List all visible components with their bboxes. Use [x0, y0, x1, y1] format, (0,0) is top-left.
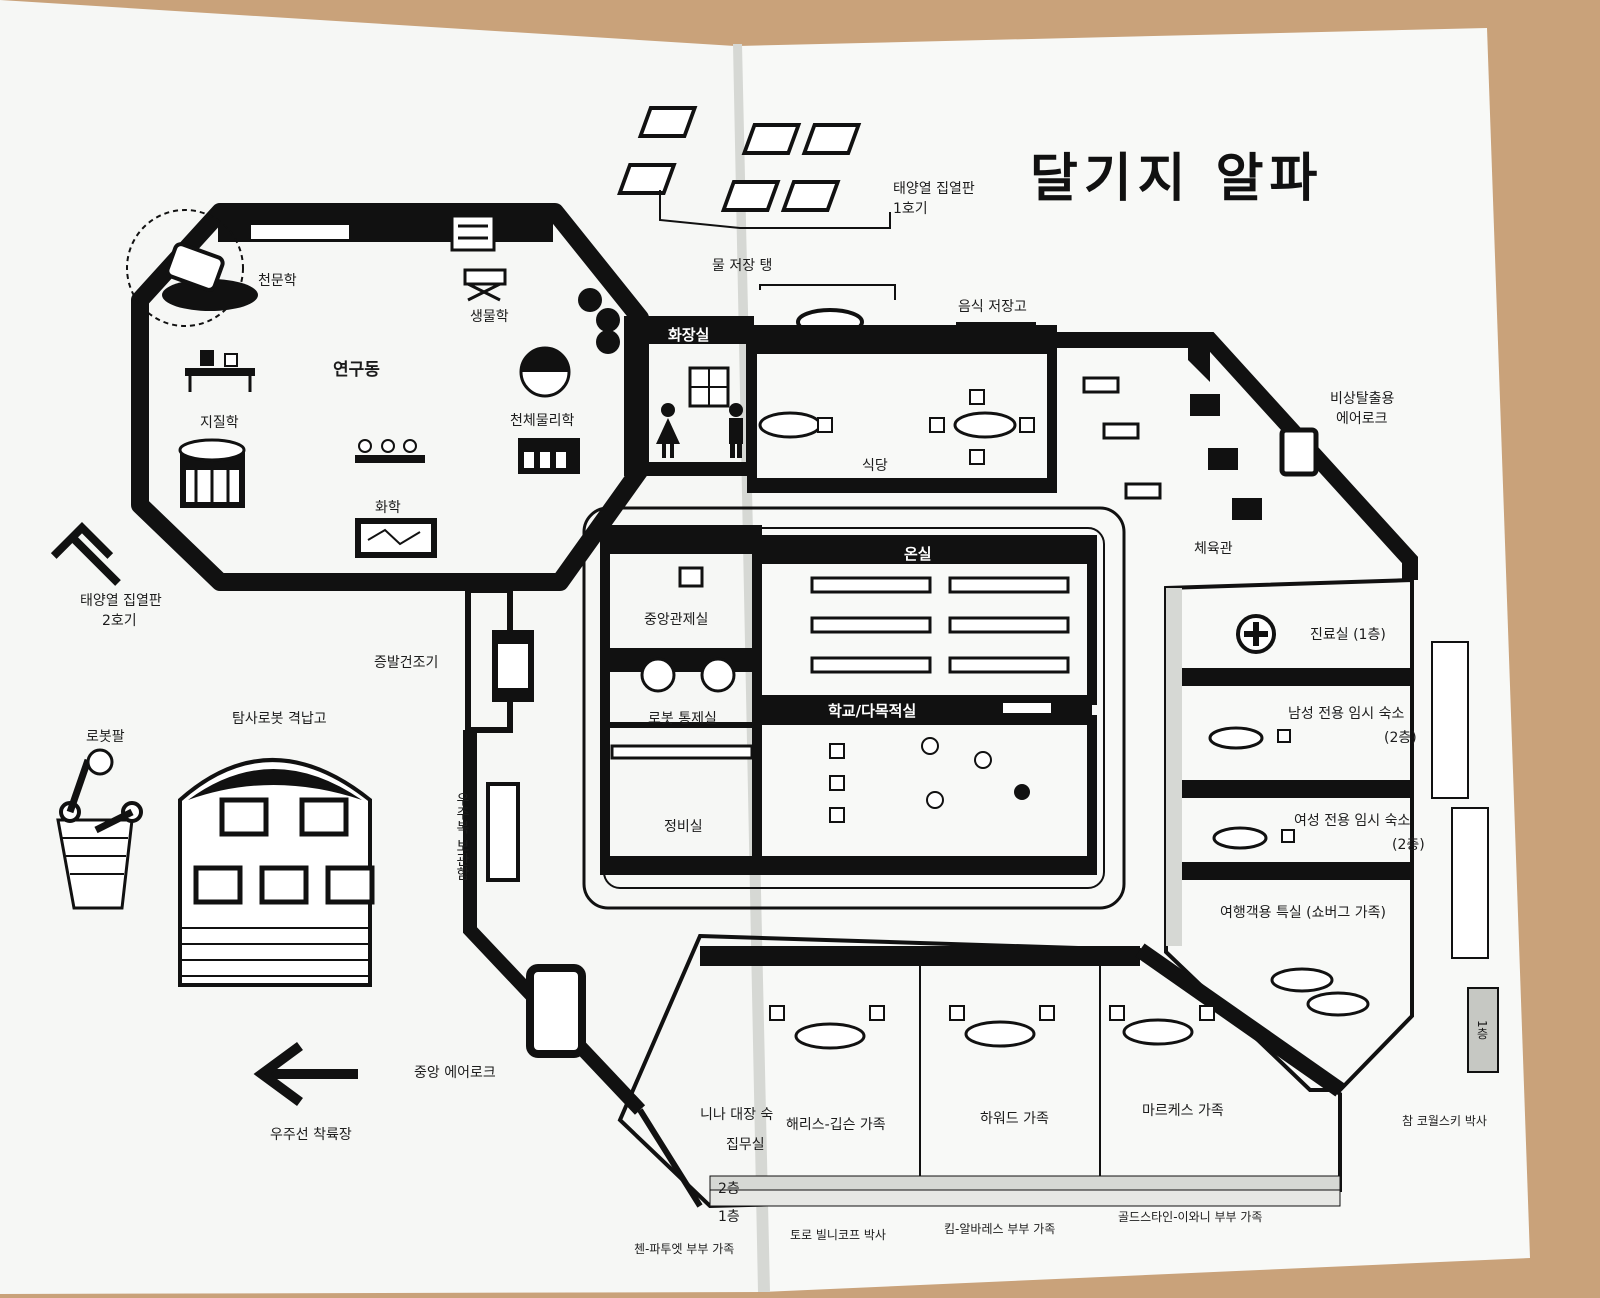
label-greenhouse: 온실 — [904, 545, 932, 563]
label-geology: 지질학 — [200, 415, 239, 431]
label-marquez: 마르케스 가족 — [1142, 1103, 1224, 1119]
restroom-male-icon — [729, 403, 743, 458]
label-nina-office-b: 집무실 — [726, 1137, 765, 1153]
label-solar-panel-1b: 1호기 — [893, 201, 928, 217]
label-goldstein-iwani: 골드스타인-이와니 부부 가족 — [1118, 1210, 1263, 1224]
label-biology: 생물학 — [470, 309, 509, 325]
label-gym: 체육관 — [1194, 541, 1233, 557]
exercise-bike-icon — [1082, 376, 1262, 520]
label-cafeteria: 식당 — [862, 458, 888, 474]
label-astronomy: 천문학 — [258, 273, 297, 289]
label-solar-panel-1a: 태양열 집열판 — [893, 181, 975, 197]
label-restroom: 화장실 — [668, 326, 710, 344]
gym-wing — [1052, 332, 1418, 580]
label-astrophysics: 천체물리학 — [510, 413, 575, 429]
restroom-female-icon — [656, 403, 680, 458]
label-howard: 하워드 가족 — [980, 1111, 1049, 1127]
research-wing — [126, 203, 649, 591]
label-female-dorm: 여성 전용 임시 숙소 — [1294, 813, 1411, 829]
label-kim-albarez: 킴-알바레스 부부 가족 — [944, 1222, 1056, 1236]
food-storage-unit — [956, 322, 1036, 352]
robot-hangar — [178, 758, 375, 987]
label-robot-hangar: 탐사로봇 격납고 — [232, 711, 327, 727]
label-research-wing: 연구동 — [333, 360, 380, 380]
central-airlock-door — [526, 964, 586, 1058]
label-school: 학교/다목적실 — [828, 702, 917, 720]
label-spacesuit-storage: 우주복 보관함 — [454, 792, 470, 881]
label-chemistry: 화학 — [375, 500, 401, 516]
label-evaporation-dryer: 증발건조기 — [374, 655, 439, 671]
label-robot-arm: 로봇팔 — [86, 729, 125, 745]
cafeteria — [747, 322, 1057, 493]
solar-panel-icon — [637, 106, 698, 138]
label-nina-office-a: 니나 대장 숙 — [700, 1107, 774, 1123]
north-arrow-icon — [50, 522, 121, 586]
label-central-control: 중앙관제실 — [644, 612, 709, 628]
west-arrow-icon — [253, 1041, 358, 1107]
label-harris-gibson: 해리스-깁슨 가족 — [786, 1117, 886, 1133]
label-emergency-airlock-a: 비상탈출용 — [1330, 391, 1395, 407]
label-robot-control: 로봇 통제실 — [648, 711, 717, 727]
family-wing — [617, 933, 1370, 1209]
label-solar-panel-2a: 태양열 집열판 — [80, 593, 162, 609]
label-floor-2: 2층 — [718, 1181, 740, 1197]
page-title: 달기지 알파 — [1030, 149, 1324, 209]
label-floor-1: 1층 — [718, 1209, 740, 1225]
label-solar-panel-2b: 2호기 — [102, 613, 137, 629]
central-corridor — [463, 587, 703, 1208]
label-spaceship-landing: 우주선 착륙장 — [270, 1127, 352, 1143]
label-toro-pilnikov: 토로 빌니코프 박사 — [790, 1228, 886, 1242]
label-traveler-suite: 여행객용 특실 (쇼버그 가족) — [1220, 905, 1386, 921]
label-clinic: 진료실 (1층) — [1310, 627, 1386, 643]
dining-table-icon — [758, 411, 822, 439]
solar-panel-field — [617, 106, 896, 344]
label-male-dorm-floor: (2층) — [1384, 730, 1417, 746]
label-food-storage: 음식 저장고 — [958, 299, 1027, 315]
label-maintenance: 정비실 — [664, 819, 703, 835]
label-water-storage: 물 저장 탱 — [712, 258, 773, 274]
telescope-icon — [165, 242, 225, 292]
label-stair-sign: 1층 — [1475, 1020, 1489, 1040]
central-block — [582, 506, 1126, 910]
robot-arm-icon — [56, 748, 143, 910]
label-male-dorm: 남성 전용 임시 숙소 — [1288, 706, 1405, 722]
label-emergency-airlock-b: 에어로크 — [1336, 411, 1388, 427]
emergency-airlock-door — [1279, 427, 1319, 477]
label-cham-kowalski: 참 코월스키 박사 — [1402, 1114, 1487, 1128]
label-female-dorm-floor: (2층) — [1392, 837, 1425, 853]
label-chen-patou: 첸-파투엣 부부 가족 — [634, 1242, 735, 1256]
label-central-airlock: 중앙 에어로크 — [414, 1065, 496, 1081]
